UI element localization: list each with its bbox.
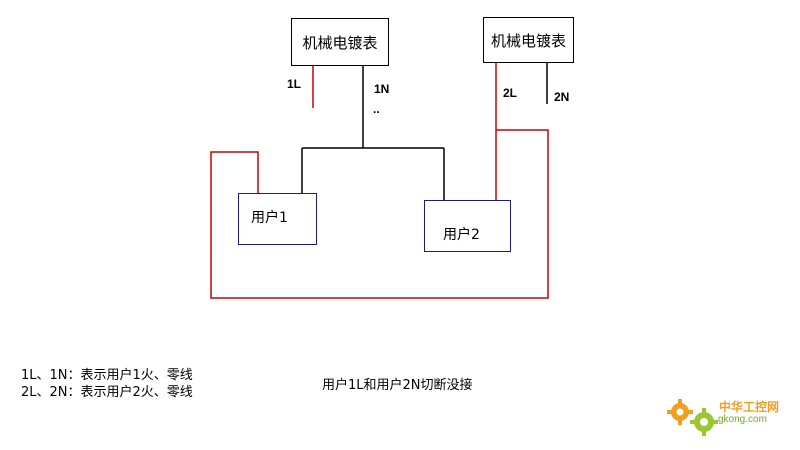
meter-1-box: 机械电镀表	[291, 18, 389, 66]
note-text: 用户1L和用户2N切断没接	[322, 378, 473, 393]
user-1-label: 用户1	[251, 210, 288, 226]
label-2l: 2L	[503, 86, 518, 100]
legend-line-1: 1L、1N：表示用户1火、零线	[21, 368, 193, 383]
user-1-box: 用户1	[238, 193, 317, 245]
meter-1-label: 机械电镀表	[302, 33, 378, 52]
label-1n: 1N	[374, 82, 390, 96]
label-1n-dots: ..	[373, 102, 380, 116]
meter-2-label: 机械电镀表	[490, 31, 566, 50]
meter-2-box: 机械电镀表	[483, 17, 574, 63]
wire-2l-loop	[380, 129, 549, 299]
wire-live-to-user1	[210, 151, 380, 299]
user-2-box: 用户2	[424, 200, 511, 252]
label-2n: 2N	[554, 90, 570, 104]
watermark-cn: 中华工控网	[719, 400, 780, 414]
user-2-label: 用户2	[443, 227, 480, 243]
label-1l: 1L	[287, 77, 302, 91]
legend-line-2: 2L、2N：表示用户2火、零线	[21, 385, 193, 400]
watermark-url: gkong.com	[718, 414, 767, 425]
gear-logo-icon	[667, 399, 718, 436]
